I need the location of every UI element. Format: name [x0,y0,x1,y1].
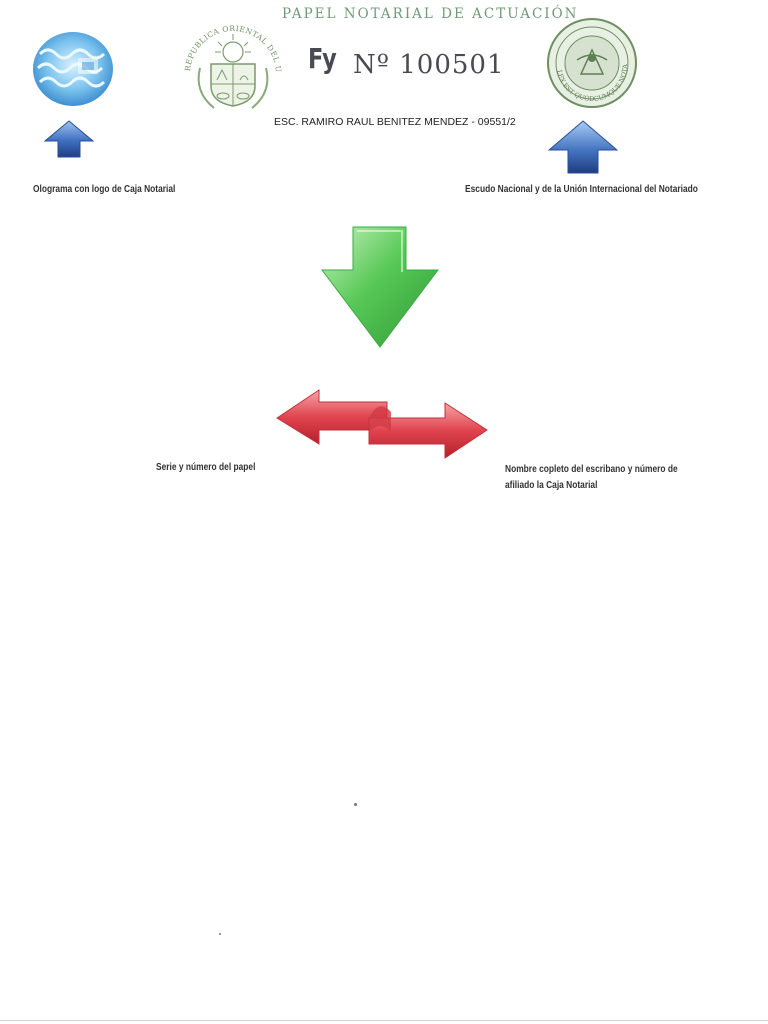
scan-speck [354,803,357,806]
shields-caption: Escudo Nacional y de la Unión Internacio… [465,184,698,195]
document-title: PAPEL NOTARIAL DE ACTUACIÓN [282,6,579,22]
coat-of-arms-icon: REPUBLICA ORIENTAL DEL URUGUAY [178,12,283,109]
down-arrow-icon [320,226,440,348]
notary-name-caption-line2: afiliado la Caja Notarial [505,480,598,491]
double-arrow-icon [276,389,488,459]
scan-speck [219,933,221,935]
notary-name: ESC. RAMIRO RAUL BENITEZ MENDEZ - 09551/… [274,116,516,128]
page-edge [0,1020,768,1021]
notary-name-caption-line1: Nombre copleto del escribano y número de [505,464,678,475]
hologram-caption: Olograma con logo de Caja Notarial [33,184,176,195]
notary-name-caption: Nombre copleto del escribano y número de… [505,462,678,494]
notarial-union-seal-icon: LEX EST QUODCUMQUE NOTAMUS [545,16,637,108]
paper-series: Fy [308,42,337,75]
up-arrow-icon [44,120,94,158]
series-number-caption: Serie y número del papel [156,462,256,473]
up-arrow-icon [548,120,618,174]
hologram-icon [33,32,113,106]
paper-number: Nº 100501 [353,50,505,80]
